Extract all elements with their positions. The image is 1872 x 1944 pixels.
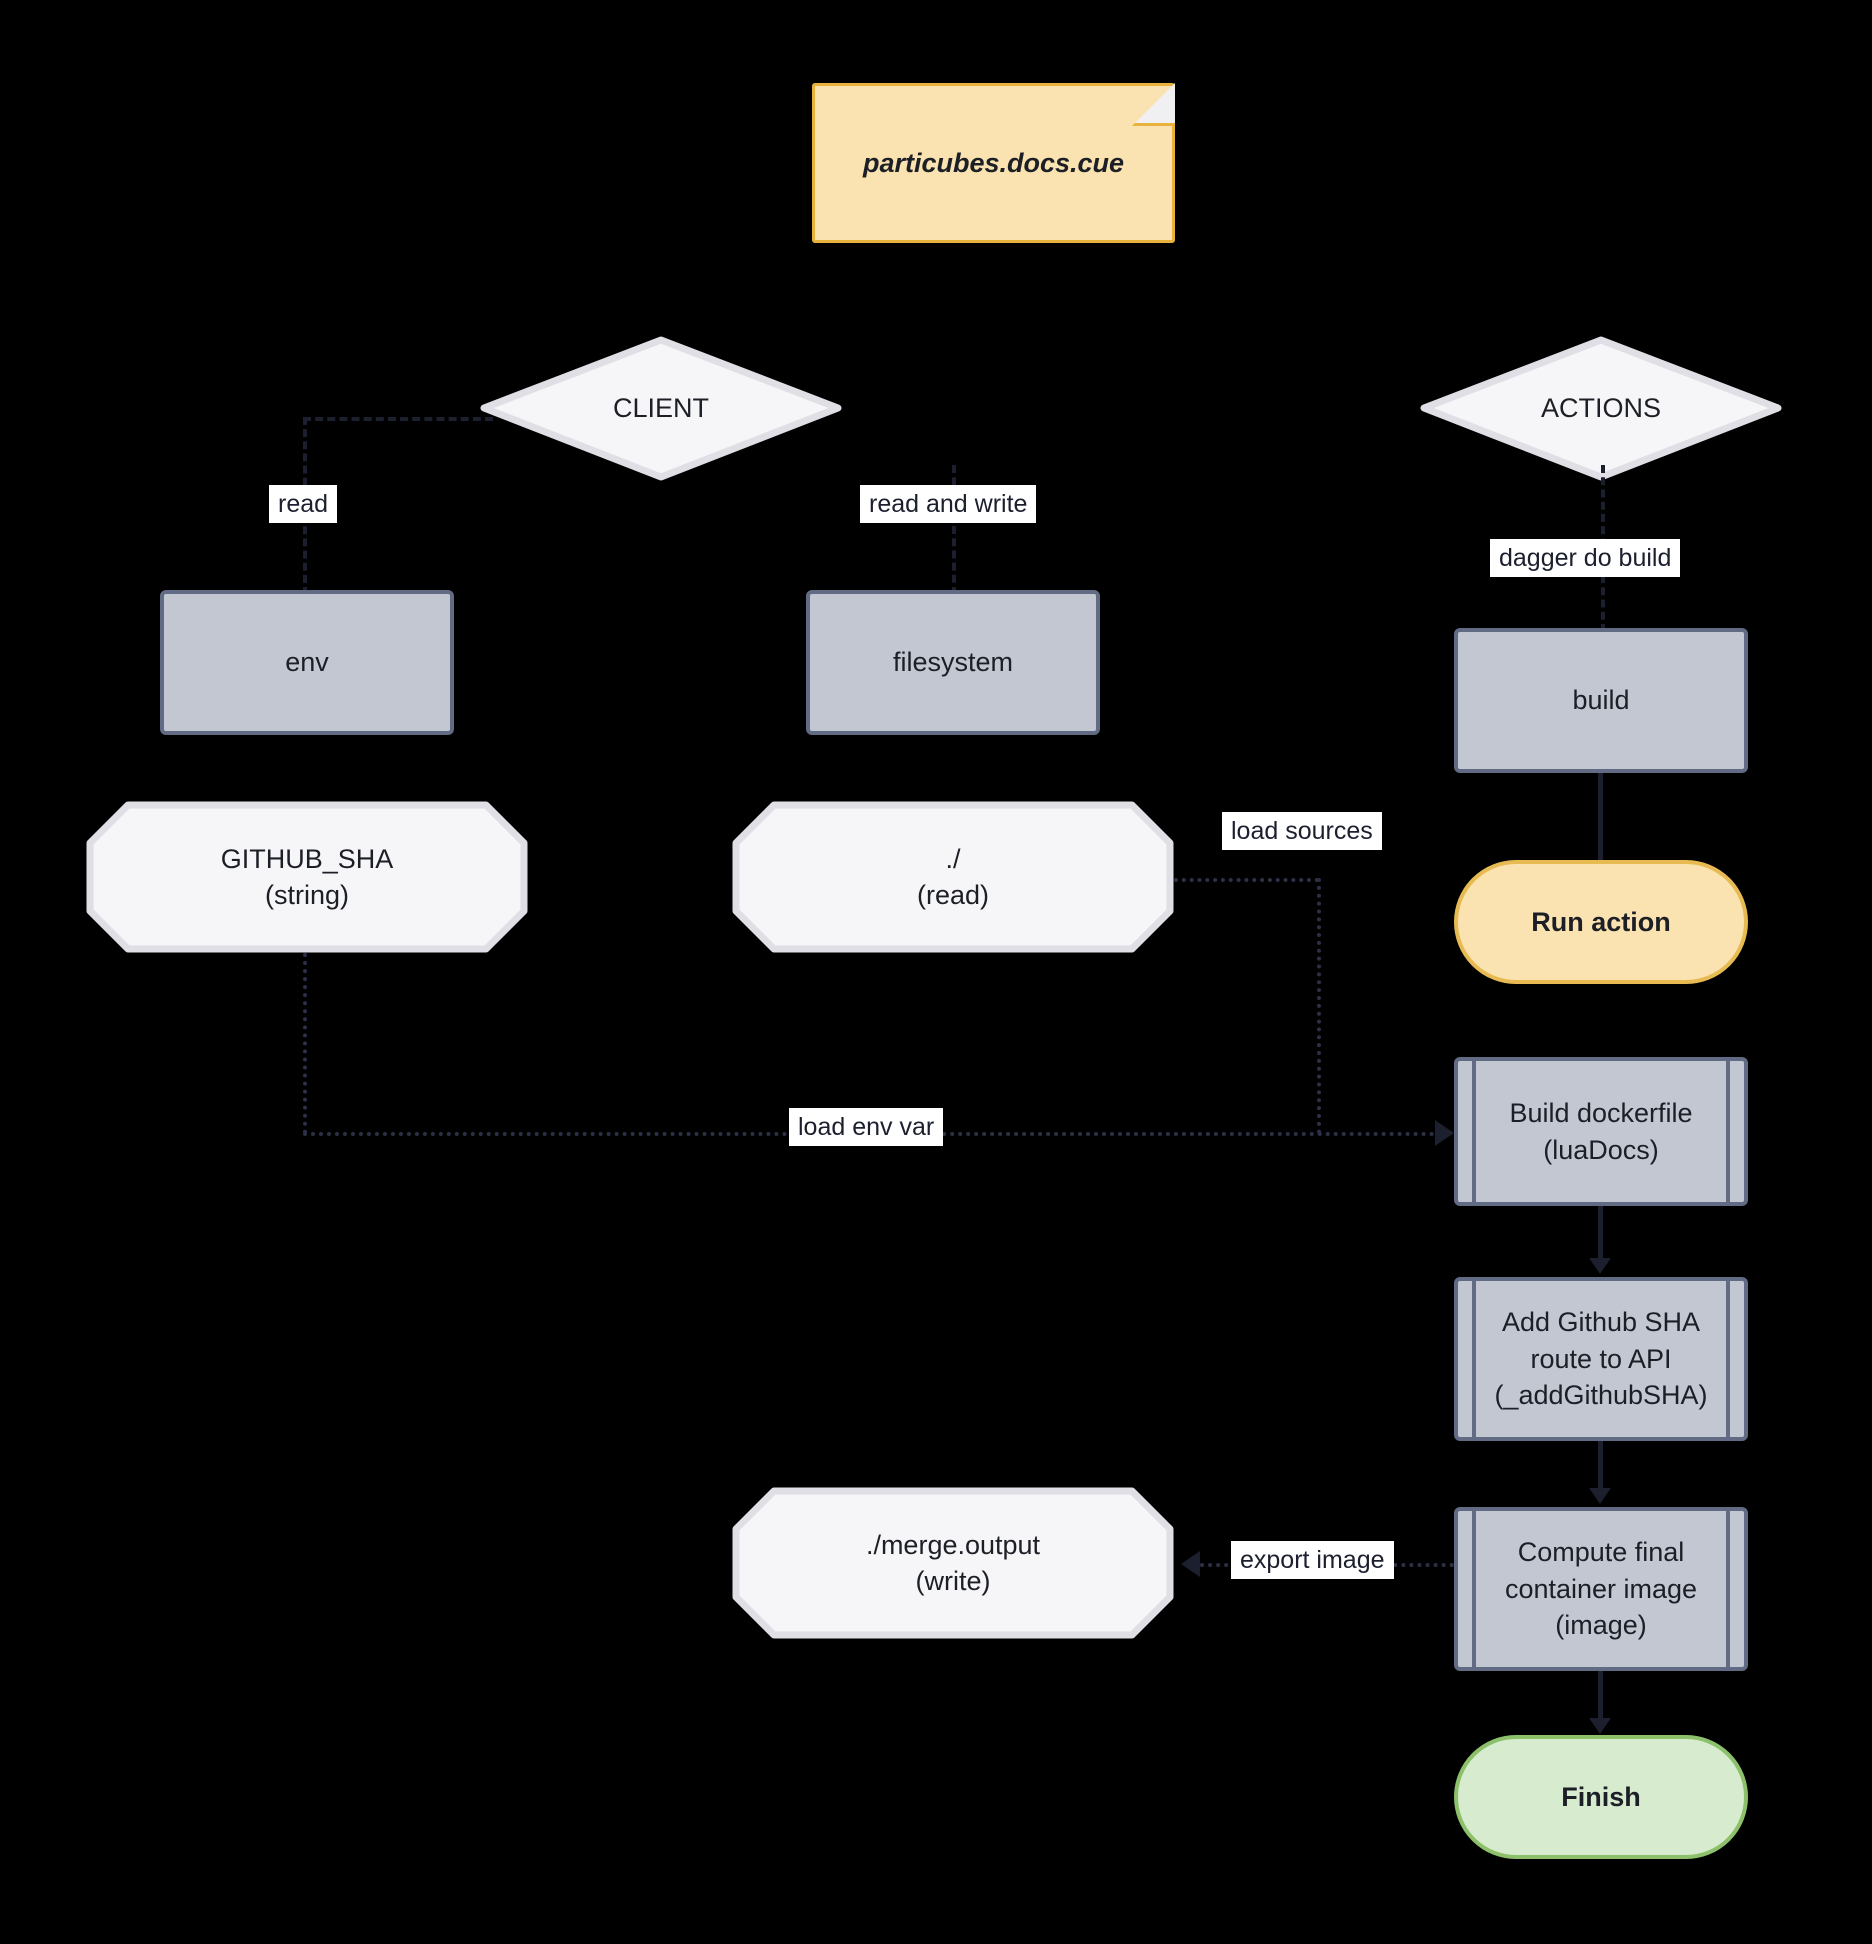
io-merge-output-shape (732, 1487, 1174, 1639)
edge-label-dagger-do-build: dagger do build (1490, 539, 1681, 577)
edge-label-read-and-write: read and write (860, 485, 1037, 523)
edge-compute-to-finish (1598, 1671, 1603, 1724)
subroutine-add-github-sha[interactable]: Add Github SHA route to API (_addGithubS… (1454, 1277, 1748, 1441)
subroutine-right-bar (1726, 1281, 1730, 1437)
subroutine-left-bar (1472, 1511, 1476, 1667)
edge-addsha-to-compute-arrowhead (1589, 1488, 1611, 1504)
edge-client-to-env-horizontal (303, 417, 493, 421)
edge-label-load-sources: load sources (1222, 812, 1382, 850)
diamond-client-label: CLIENT (612, 393, 710, 423)
diamond-actions-label: ACTIONS (1540, 393, 1661, 423)
note-label: particubes.docs.cue (862, 147, 1125, 178)
process-filesystem-label: filesystem (892, 647, 1014, 678)
io-github-sha-label: GITHUB_SHA (string) (220, 843, 394, 910)
subroutine-build-dockerfile[interactable]: Build dockerfile (luaDocs) (1454, 1057, 1748, 1206)
stadium-run-action[interactable]: Run action (1454, 860, 1748, 984)
stadium-run-action-label: Run action (1531, 906, 1671, 937)
subroutine-left-bar (1472, 1061, 1476, 1202)
io-dot-read-label: ./ (read) (916, 843, 990, 910)
io-merge-output-label: ./merge.output (write) (865, 1529, 1041, 1596)
edge-label-read: read (269, 485, 338, 523)
edge-build-to-run-action (1598, 773, 1603, 860)
edge-label-export-image: export image (1231, 1541, 1394, 1579)
subroutine-right-bar (1726, 1511, 1730, 1667)
subroutine-compute-final-image-label: Compute final container image (image) (1504, 1537, 1698, 1641)
process-build-label: build (1572, 685, 1630, 716)
edge-client-to-filesystem-vertical (952, 465, 956, 595)
process-filesystem[interactable]: filesystem (806, 590, 1100, 735)
diamond-client[interactable]: CLIENT (480, 336, 842, 481)
edge-load-env-var-vertical (303, 953, 307, 1134)
edge-load-sources-horizontal (1174, 878, 1319, 882)
edge-export-image-arrowhead (1181, 1551, 1200, 1577)
subroutine-right-bar (1726, 1061, 1730, 1202)
io-dot-read[interactable]: ./ (read) (732, 801, 1174, 953)
edge-compute-to-finish-arrowhead (1589, 1718, 1611, 1734)
edge-label-load-env-var: load env var (789, 1108, 944, 1146)
io-github-sha[interactable]: GITHUB_SHA (string) (86, 801, 528, 953)
edge-addsha-to-compute (1598, 1441, 1603, 1494)
io-dot-read-shape (732, 801, 1174, 953)
edge-load-sources-vertical (1317, 878, 1321, 1134)
edge-builddockerfile-to-addsha (1598, 1206, 1603, 1264)
io-merge-output[interactable]: ./merge.output (write) (732, 1487, 1174, 1639)
process-env-label: env (285, 647, 329, 678)
process-env[interactable]: env (160, 590, 454, 735)
edge-builddockerfile-to-addsha-arrowhead (1589, 1258, 1611, 1274)
subroutine-add-github-sha-label: Add Github SHA route to API (_addGithubS… (1494, 1307, 1708, 1411)
subroutine-compute-final-image[interactable]: Compute final container image (image) (1454, 1507, 1748, 1671)
io-github-sha-shape (86, 801, 528, 953)
stadium-finish[interactable]: Finish (1454, 1735, 1748, 1859)
note-fold-icon (1132, 83, 1175, 126)
subroutine-left-bar (1472, 1281, 1476, 1437)
diamond-client-shape (480, 336, 842, 481)
note-particubes-docs-cue[interactable]: particubes.docs.cue (812, 83, 1175, 243)
subroutine-build-dockerfile-label: Build dockerfile (luaDocs) (1509, 1098, 1693, 1165)
edge-load-env-var-arrowhead (1435, 1120, 1454, 1146)
process-build[interactable]: build (1454, 628, 1748, 773)
diamond-actions[interactable]: ACTIONS (1420, 336, 1782, 481)
stadium-finish-label: Finish (1561, 1781, 1641, 1812)
